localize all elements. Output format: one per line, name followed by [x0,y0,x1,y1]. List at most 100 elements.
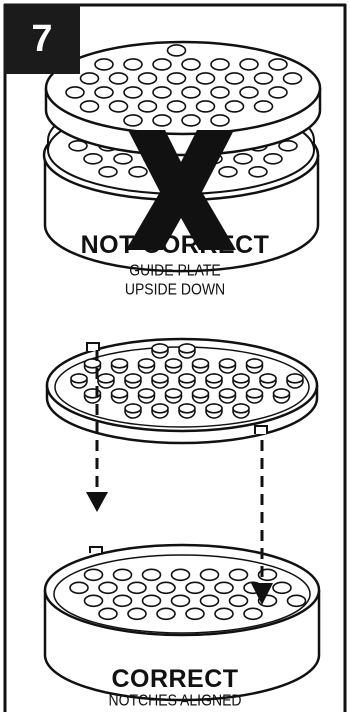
hole [219,167,237,177]
hole [70,582,88,593]
hole [168,101,186,112]
hole [85,595,103,606]
hole [197,73,215,84]
peg-top [98,374,114,383]
hole [124,115,142,126]
peg-top [233,404,249,413]
hole [114,595,132,606]
hole [201,595,219,606]
plate-notch-right [255,426,267,434]
not-correct-heading: NOT CORRECT [0,231,350,259]
hole [143,595,161,606]
hole [249,167,267,177]
peg-top [206,374,222,383]
hole [168,73,186,84]
hole [110,73,128,84]
hole [186,608,204,619]
hole [234,154,252,164]
hole [255,73,273,84]
hole [139,73,157,84]
peg-top [166,359,182,368]
hole [182,87,200,98]
hole [81,73,99,84]
hole [99,167,117,177]
peg-top [112,359,128,368]
hole [226,101,244,112]
peg-top [179,404,195,413]
hole [66,87,84,98]
plate-notch-left [87,343,99,351]
hole [95,59,113,70]
peg-top [139,389,155,398]
hole [172,569,190,580]
hole [99,582,117,593]
hole [153,87,171,98]
hole [288,595,306,606]
hole [255,101,273,112]
peg-top [152,344,168,353]
peg-top [193,359,209,368]
hole [211,87,229,98]
hole [197,101,215,112]
hole [114,569,132,580]
peg-top [152,404,168,413]
hole [143,569,161,580]
correct-heading: CORRECT [0,665,350,693]
hole [182,115,200,126]
peg-top [139,359,155,368]
peg-top [274,389,290,398]
hole [211,59,229,70]
hole [172,595,190,606]
hole [128,582,146,593]
hole [114,154,132,164]
hole [139,101,157,112]
hole [182,59,200,70]
hole [264,154,282,164]
hole [211,115,229,126]
peg-top [260,374,276,383]
step-number-badge: 7 [4,4,80,74]
hole [244,608,262,619]
hole [110,101,128,112]
hole [226,73,244,84]
hole [201,569,219,580]
hole [157,608,175,619]
hole [153,59,171,70]
peg-top [247,389,263,398]
peg-top [71,374,87,383]
peg-top [179,344,195,353]
peg-top [179,374,195,383]
hole [157,582,175,593]
hole [186,582,204,593]
peg-top [233,374,249,383]
hole [84,154,102,164]
correct-line-1: NOTCHES ALIGNED [0,691,350,709]
hole [269,87,287,98]
hole [215,608,233,619]
hole [129,167,147,177]
hole [128,608,146,619]
peg-top [220,359,236,368]
base-notch-left [90,547,102,553]
hole [284,73,302,84]
peg-top [125,374,141,383]
not-correct-line-1: GUIDE PLATE [0,261,350,279]
peg-top [287,374,303,383]
correct-assembly [45,339,319,700]
peg-top [125,404,141,413]
hole [85,569,103,580]
peg-top [220,389,236,398]
hole [240,87,258,98]
peg-top [152,374,168,383]
hole [99,608,117,619]
hole [168,45,186,56]
hole [240,59,258,70]
hole [95,87,113,98]
hole [273,582,291,593]
hole [215,582,233,593]
peg-top [247,359,263,368]
not-correct-line-2: UPSIDE DOWN [0,280,350,298]
hole [124,59,142,70]
